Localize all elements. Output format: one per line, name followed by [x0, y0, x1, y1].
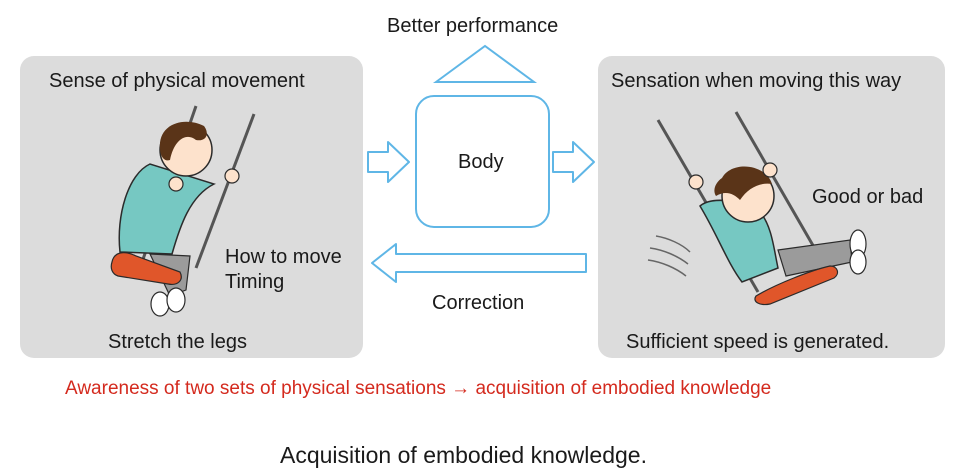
sufficient-speed-label: Sufficient speed is generated.: [626, 331, 890, 353]
stretch-legs-label: Stretch the legs: [108, 331, 247, 353]
right-arrow-icon: [552, 141, 595, 183]
right-panel-title: Sensation when moving this way: [611, 70, 902, 92]
correction-label: Correction: [432, 292, 525, 314]
left-panel-title: Sense of physical movement: [49, 70, 305, 92]
good-or-bad-label: Good or bad: [812, 186, 924, 208]
awareness-statement: Awareness of two sets of physical sensat…: [65, 378, 772, 399]
up-triangle-icon: [432, 44, 538, 83]
left-arrow-icon: [371, 243, 587, 283]
left-panel: [20, 56, 363, 358]
better-performance-label: Better performance: [387, 15, 559, 37]
timing-label: Timing: [225, 271, 285, 293]
how-to-move-label: How to move: [225, 246, 342, 268]
child-on-swing-illustration: [110, 105, 256, 317]
right-arrow-icon: [367, 141, 410, 183]
body-box: [415, 95, 550, 228]
body-label: Body: [458, 151, 504, 173]
figure-caption: Acquisition of embodied knowledge.: [280, 442, 647, 468]
child-on-swing-illustration: [647, 111, 867, 306]
